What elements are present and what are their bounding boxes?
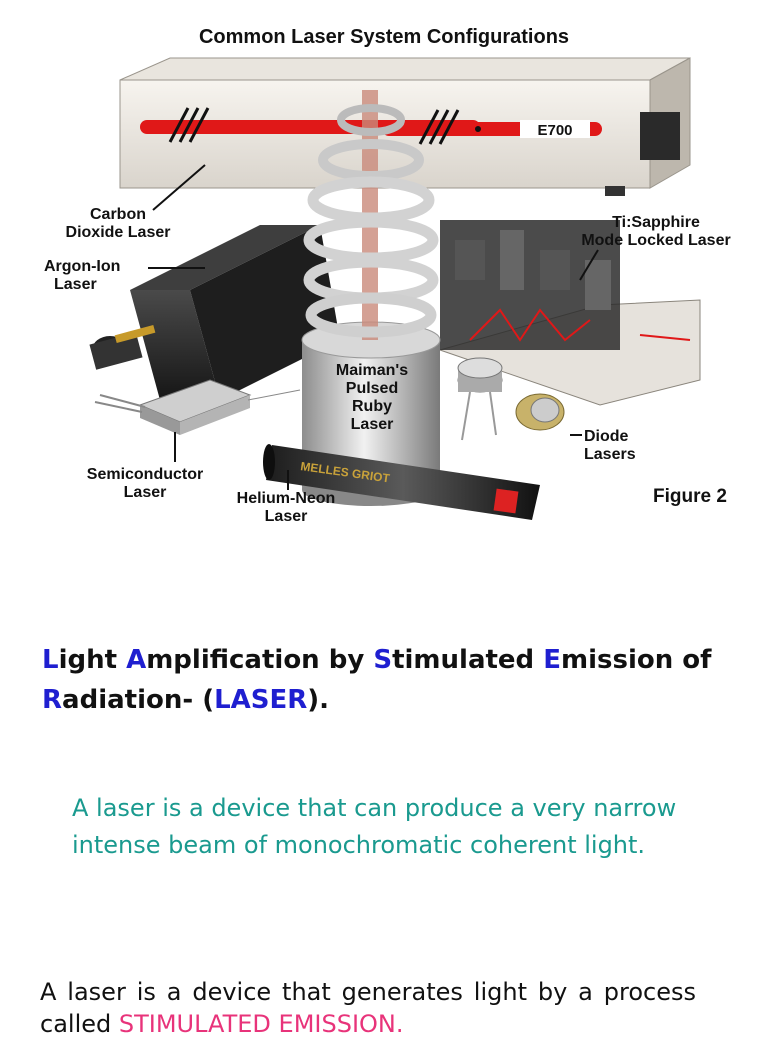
label-tisapphire-line2: Mode Locked Laser [581, 232, 731, 249]
heading-word-emission: mission of [560, 645, 712, 675]
label-co2-laser: Carbon Dioxide Laser [48, 206, 188, 242]
label-argon-line2: Laser [54, 276, 97, 293]
laser-acronym-heading: Light Amplification by Stimulated Emissi… [42, 640, 742, 720]
heading-word-stimulated: timulated [392, 645, 544, 675]
body-line-2: called STIMULATED EMISSION. [40, 1008, 696, 1040]
label-semiconductor-line1: Semiconductor [86, 466, 204, 483]
label-tisapphire-laser: Ti:Sapphire Mode Locked Laser [556, 214, 756, 250]
stimulated-emission-highlight: STIMULATED EMISSION. [118, 1010, 404, 1038]
ti-sapphire-laser-unit [438, 220, 701, 406]
label-ruby-line2: Pulsed [345, 380, 399, 397]
helium-neon-laser-unit: MELLES GRIOT [263, 444, 540, 520]
label-diode-line1: Diode [584, 428, 629, 445]
diode-lasers-unit [457, 357, 565, 441]
label-heliumneon-line2: Laser [264, 508, 308, 525]
label-argon-laser: Argon-Ion Laser [44, 258, 148, 294]
heading-close: ). [307, 685, 330, 715]
heading-word-radiation: adiation- ( [62, 685, 215, 715]
heading-letter-a: A [126, 645, 147, 675]
laser-systems-illustration: E700 [89, 57, 701, 520]
heading-letter-r: R [42, 685, 63, 715]
body-line-2-prefix: called [40, 1010, 119, 1038]
body-line-1: A laser is a device that generates light… [40, 978, 696, 1006]
heading-letter-e: E [543, 645, 561, 675]
heading-word-light: ight [58, 645, 127, 675]
heading-word-amplification: mplification by [146, 645, 374, 675]
label-co2-line2: Dioxide Laser [65, 224, 171, 241]
label-semiconductor-laser: Semiconductor Laser [60, 466, 230, 502]
figure-label: Figure 2 [653, 486, 727, 507]
label-semiconductor-line2: Laser [123, 484, 167, 501]
brand-label: E700 [537, 122, 572, 139]
laser-definition: A laser is a device that can produce a v… [72, 794, 677, 859]
tisapphire-leader-line [579, 249, 599, 281]
label-ruby-line3: Ruby [352, 398, 392, 415]
label-heliumneon-line1: Helium-Neon [236, 490, 336, 507]
heading-acronym-laser: LASER [214, 685, 308, 715]
label-tisapphire-line1: Ti:Sapphire [612, 214, 700, 231]
label-heliumneon-laser: Helium-Neon Laser [220, 490, 352, 526]
co2-leader-line [152, 164, 206, 211]
label-co2-line1: Carbon [90, 206, 146, 223]
label-diode-lasers: Diode Lasers [584, 428, 664, 464]
heading-letter-l: L [42, 645, 59, 675]
figure-title: Common Laser System Configurations [198, 26, 570, 48]
label-diode-line2: Lasers [584, 446, 636, 463]
argon-ion-laser-unit [89, 225, 340, 400]
semiconductor-laser-unit [94, 379, 301, 435]
label-ruby-line1: Maiman's [335, 362, 409, 379]
label-argon-line1: Argon-Ion [44, 258, 121, 275]
label-ruby-line4: Laser [350, 416, 394, 433]
heading-letter-s: S [373, 645, 393, 675]
label-ruby-laser: Maiman's Pulsed Ruby Laser [316, 362, 428, 434]
